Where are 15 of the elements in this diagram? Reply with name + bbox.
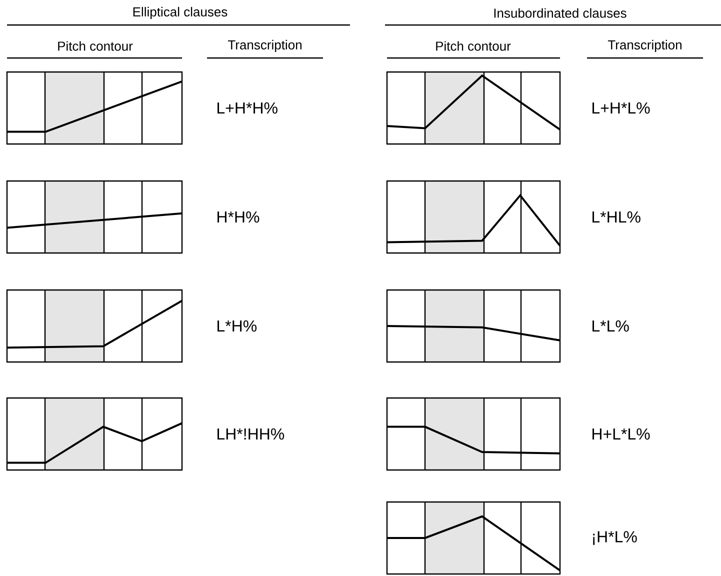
transcription-label: H+L*L% [592,428,650,440]
column-heading: Transcription [228,40,302,52]
transcription-label: H*H% [218,211,260,223]
transcription-label: L*H% [218,320,257,332]
transcription-label: L*L% [592,320,629,332]
column-heading: Transcription [608,40,682,52]
table-heading: Insubordinated clauses [494,8,626,18]
transcription-label: L+H*H% [218,102,278,114]
transcription-label: LH*!HH% [218,428,284,440]
column-heading: Pitch contour [436,41,511,51]
transcription-label: L*HL% [592,211,640,223]
transcription-label: ¡H*L% [593,531,637,545]
transcription-label: L+H*L% [592,102,650,114]
table-heading: Elliptical clauses [133,6,228,20]
column-heading: Pitch contour [58,41,133,51]
